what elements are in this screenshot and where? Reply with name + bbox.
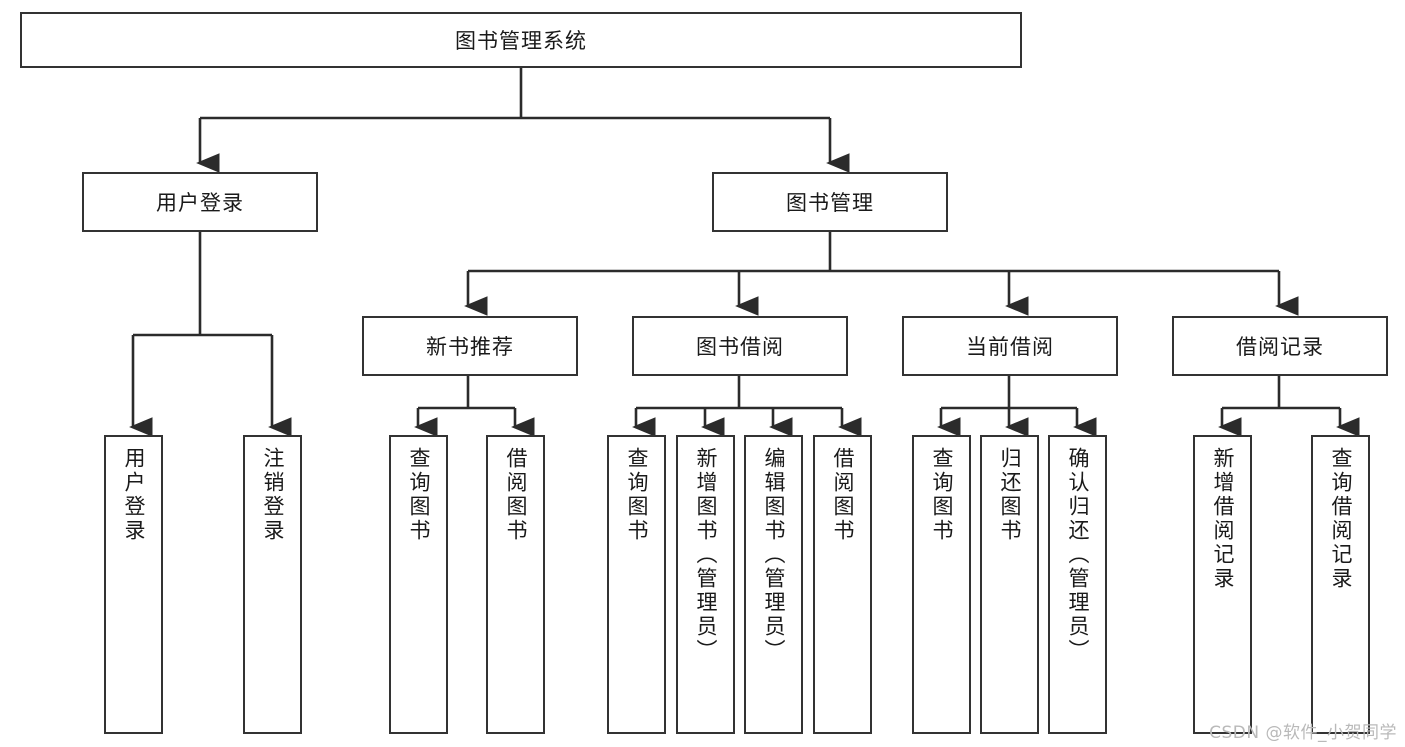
- node-current-borrow[interactable]: 当前借阅: [902, 316, 1118, 376]
- leaf-label: 归还图书: [998, 447, 1022, 543]
- node-book-borrow[interactable]: 图书借阅: [632, 316, 848, 376]
- node-label: 图书借阅: [696, 335, 784, 359]
- node-label: 用户登录: [156, 191, 244, 215]
- leaf-borrow-query-book[interactable]: 查询图书: [607, 435, 666, 734]
- leaf-label: 借阅图书: [831, 447, 855, 543]
- leaf-label: 查询图书: [625, 447, 649, 543]
- node-root-book-management-system[interactable]: 图书管理系统: [20, 12, 1022, 68]
- leaf-current-query-book[interactable]: 查询图书: [912, 435, 971, 734]
- leaf-borrow-borrow-book[interactable]: 借阅图书: [813, 435, 872, 734]
- node-user-login[interactable]: 用户登录: [82, 172, 318, 232]
- leaf-label: 用户登录: [122, 447, 146, 543]
- leaf-label: 新增图书（管理员）: [694, 447, 718, 663]
- node-label: 借阅记录: [1236, 335, 1324, 359]
- leaf-label: 确认归还（管理员）: [1066, 447, 1090, 663]
- leaf-borrow-edit-book-admin[interactable]: 编辑图书（管理员）: [744, 435, 803, 734]
- leaf-label: 注销登录: [261, 447, 285, 543]
- leaf-current-return-book[interactable]: 归还图书: [980, 435, 1039, 734]
- leaf-label: 查询图书: [930, 447, 954, 543]
- leaf-label: 借阅图书: [504, 447, 528, 543]
- leaf-label: 新增借阅记录: [1211, 447, 1235, 591]
- leaf-current-confirm-return-admin[interactable]: 确认归还（管理员）: [1048, 435, 1107, 734]
- leaf-borrow-add-book-admin[interactable]: 新增图书（管理员）: [676, 435, 735, 734]
- leaf-label: 查询借阅记录: [1329, 447, 1353, 591]
- node-new-book-recommend[interactable]: 新书推荐: [362, 316, 578, 376]
- node-borrow-record[interactable]: 借阅记录: [1172, 316, 1388, 376]
- node-label: 当前借阅: [966, 335, 1054, 359]
- node-book-management[interactable]: 图书管理: [712, 172, 948, 232]
- leaf-newbook-borrow-book[interactable]: 借阅图书: [486, 435, 545, 734]
- leaf-user-login-signout[interactable]: 注销登录: [243, 435, 302, 734]
- leaf-label: 查询图书: [407, 447, 431, 543]
- node-label: 图书管理系统: [455, 29, 587, 53]
- leaf-newbook-query-book[interactable]: 查询图书: [389, 435, 448, 734]
- leaf-user-login-signin[interactable]: 用户登录: [104, 435, 163, 734]
- leaf-record-query-record[interactable]: 查询借阅记录: [1311, 435, 1370, 734]
- leaf-label: 编辑图书（管理员）: [762, 447, 786, 663]
- leaf-record-add-record[interactable]: 新增借阅记录: [1193, 435, 1252, 734]
- node-label: 图书管理: [786, 191, 874, 215]
- node-label: 新书推荐: [426, 335, 514, 359]
